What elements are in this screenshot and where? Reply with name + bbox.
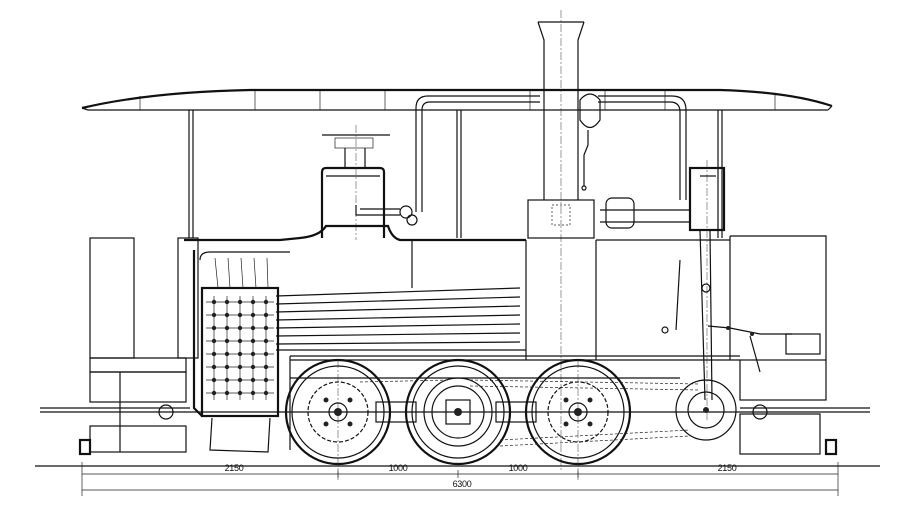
dim-rear-overhang: 2150 [224,463,244,473]
dim-overall-length: 6300 [452,479,472,489]
roof [81,88,833,111]
axleboxes [375,401,537,423]
cylinder-valve-gear [600,160,792,420]
crank-wheel [675,379,737,441]
axle-centerlines [337,360,579,480]
boiler-tubes [275,287,521,345]
dim-wheelbase-1: 1000 [388,463,408,473]
dim-wheelbase-2: 1000 [508,463,528,473]
firebox [192,250,290,453]
dim-front-overhang: 2150 [717,463,737,473]
frames [40,355,870,450]
chimney [527,10,595,470]
steam-pipes [415,95,687,212]
boiler [184,224,730,360]
drive-chains [359,379,701,447]
air-reservoir [579,93,601,191]
wheel-middle [404,358,512,466]
dimension-lines [81,462,839,496]
steam-dome [320,125,418,240]
roof-pillars [188,110,723,238]
rear-platform [78,237,199,456]
front-platform [729,235,838,456]
